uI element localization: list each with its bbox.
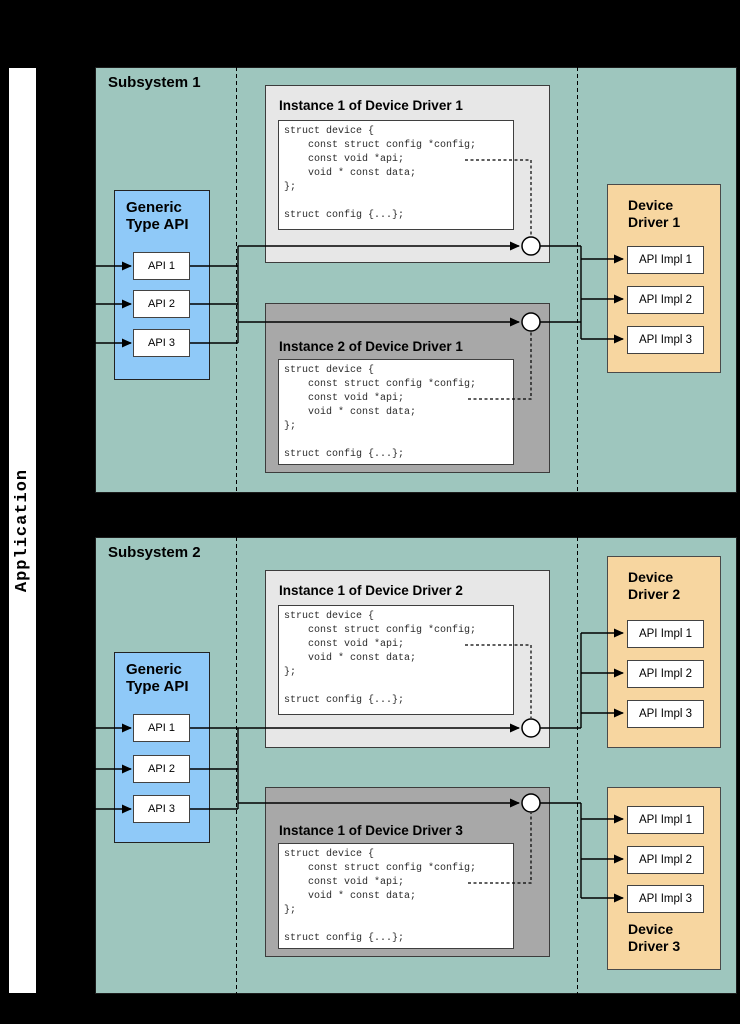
instance-1-driver-1-title: Instance 1 of Device Driver 1: [279, 98, 463, 113]
dd1-api-impl-1-label: API Impl 1: [638, 254, 693, 266]
dd2-api-impl-2-box: API Impl 2: [627, 660, 704, 688]
instance-1-driver-1-box: Instance 1 of Device Driver 1 struct dev…: [265, 85, 550, 263]
device-driver-1-box: Device Driver 1 API Impl 1 API Impl 2 AP…: [607, 184, 721, 373]
api-1-box-s1: API 1: [133, 252, 190, 280]
api-2-box-s1: API 2: [133, 290, 190, 318]
application-label: Application: [13, 468, 32, 593]
dd3-api-impl-2-label: API Impl 2: [638, 854, 693, 866]
instance-1-driver-3-box: Instance 1 of Device Driver 3 struct dev…: [265, 787, 550, 957]
instance-1-driver-2-title: Instance 1 of Device Driver 2: [279, 583, 463, 598]
device-driver-1-title: Device Driver 1: [628, 197, 681, 230]
api-2-label-s1: API 2: [148, 298, 175, 310]
api-1-box-s2: API 1: [133, 714, 190, 742]
dd3-api-impl-1-box: API Impl 1: [627, 806, 704, 834]
application-bar: Application: [8, 67, 37, 994]
device-driver-3-title: Device Driver 3: [628, 921, 681, 954]
api-1-label-s2: API 1: [148, 722, 175, 734]
api-2-box-s2: API 2: [133, 755, 190, 783]
dd3-api-impl-3-label: API Impl 3: [638, 893, 693, 905]
instance-1-driver-1-code: struct device { const struct config *con…: [278, 120, 514, 230]
device-driver-2-title: Device Driver 2: [628, 569, 681, 602]
dd2-api-impl-2-label: API Impl 2: [638, 668, 693, 680]
dd1-api-impl-3-box: API Impl 3: [627, 326, 704, 354]
dd3-api-impl-3-box: API Impl 3: [627, 885, 704, 913]
instance-2-driver-1-title: Instance 2 of Device Driver 1: [279, 339, 463, 354]
instance-1-driver-2-box: Instance 1 of Device Driver 2 struct dev…: [265, 570, 550, 748]
instance-1-driver-2-code: struct device { const struct config *con…: [278, 605, 514, 715]
dd2-api-impl-1-box: API Impl 1: [627, 620, 704, 648]
api-3-box-s1: API 3: [133, 329, 190, 357]
dd1-api-impl-1-box: API Impl 1: [627, 246, 704, 274]
api-3-box-s2: API 3: [133, 795, 190, 823]
instance-2-driver-1-box: Instance 2 of Device Driver 1 struct dev…: [265, 303, 550, 473]
dd3-api-impl-2-box: API Impl 2: [627, 846, 704, 874]
subsystem-1-label: Subsystem 1: [108, 74, 201, 91]
dd1-api-impl-2-box: API Impl 2: [627, 286, 704, 314]
instance-2-driver-1-code: struct device { const struct config *con…: [278, 359, 514, 465]
instance-1-driver-3-code: struct device { const struct config *con…: [278, 843, 514, 949]
generic-type-api-title-s2: Generic Type API: [126, 661, 189, 695]
dd2-api-impl-1-label: API Impl 1: [638, 628, 693, 640]
api-1-label-s1: API 1: [148, 260, 175, 272]
device-driver-3-box: API Impl 1 API Impl 2 API Impl 3 Device …: [607, 787, 721, 970]
dd1-api-impl-3-label: API Impl 3: [638, 334, 693, 346]
dd3-api-impl-1-label: API Impl 1: [638, 814, 693, 826]
dd1-api-impl-2-label: API Impl 2: [638, 294, 693, 306]
api-3-label-s1: API 3: [148, 337, 175, 349]
dd2-api-impl-3-box: API Impl 3: [627, 700, 704, 728]
device-driver-2-box: Device Driver 2 API Impl 1 API Impl 2 AP…: [607, 556, 721, 748]
subsystem-2-label: Subsystem 2: [108, 544, 201, 561]
generic-type-api-title-s1: Generic Type API: [126, 199, 189, 233]
api-3-label-s2: API 3: [148, 803, 175, 815]
dd2-api-impl-3-label: API Impl 3: [638, 708, 693, 720]
api-2-label-s2: API 2: [148, 763, 175, 775]
instance-1-driver-3-title: Instance 1 of Device Driver 3: [279, 823, 463, 838]
